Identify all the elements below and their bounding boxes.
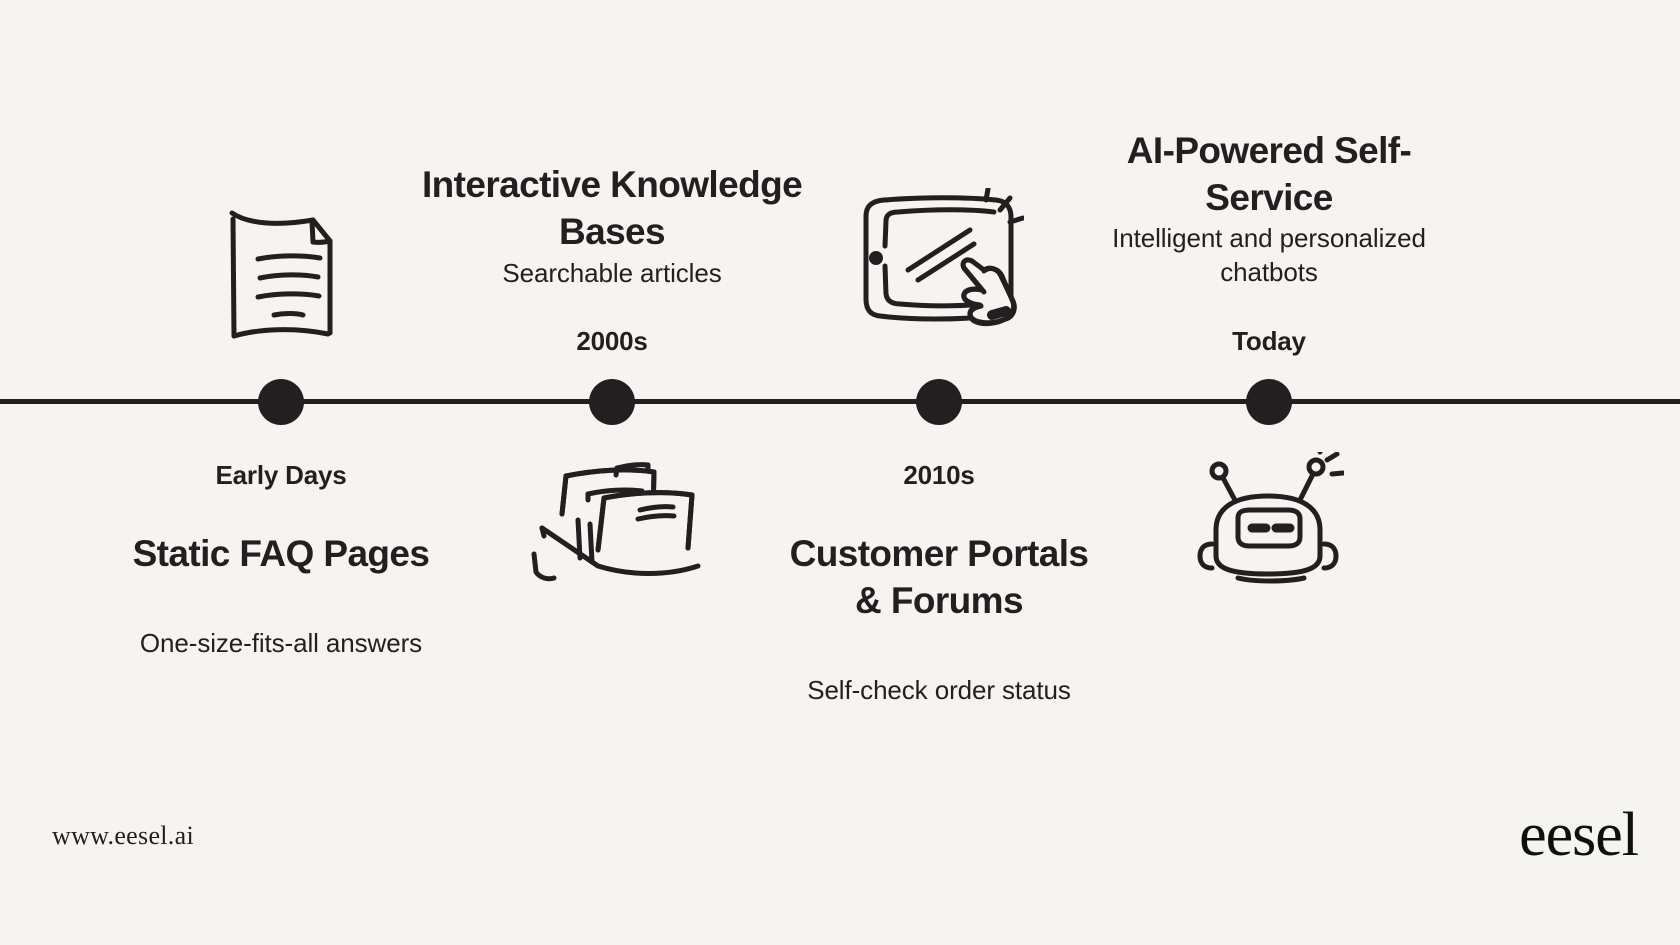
document-page-icon xyxy=(216,193,346,348)
milestone-3-title: Customer Portals & Forums xyxy=(789,533,1089,621)
brand-logo: eesel xyxy=(1519,801,1639,869)
timeline-node-4 xyxy=(1246,379,1292,425)
milestone-1-description: One-size-fits-all answers xyxy=(139,628,423,658)
milestone-4-description: Intelligent and personalized chatbots xyxy=(1112,223,1426,288)
milestone-1-era: Early Days xyxy=(215,460,347,490)
milestone-4-era: Today xyxy=(1232,326,1306,356)
tablet-tap-hand-icon xyxy=(854,186,1026,343)
file-box-archive-icon xyxy=(522,462,702,587)
milestone-2-description: Searchable articles xyxy=(502,258,722,288)
milestone-4-title: AI-Powered Self-Service xyxy=(1126,130,1412,218)
timeline-node-3 xyxy=(916,379,962,425)
timeline-axis xyxy=(0,399,1680,404)
timeline-node-1 xyxy=(258,379,304,425)
milestone-2-title: Interactive Knowledge Bases xyxy=(421,164,803,252)
timeline-node-2 xyxy=(589,379,635,425)
milestone-3-description: Self-check order status xyxy=(807,675,1071,705)
milestone-3-era: 2010s xyxy=(903,460,975,490)
site-url[interactable]: www.eesel.ai xyxy=(52,821,194,850)
milestone-2-era: 2000s xyxy=(576,326,648,356)
robot-chatbot-icon xyxy=(1194,441,1346,597)
milestone-1-title: Static FAQ Pages xyxy=(132,533,430,574)
